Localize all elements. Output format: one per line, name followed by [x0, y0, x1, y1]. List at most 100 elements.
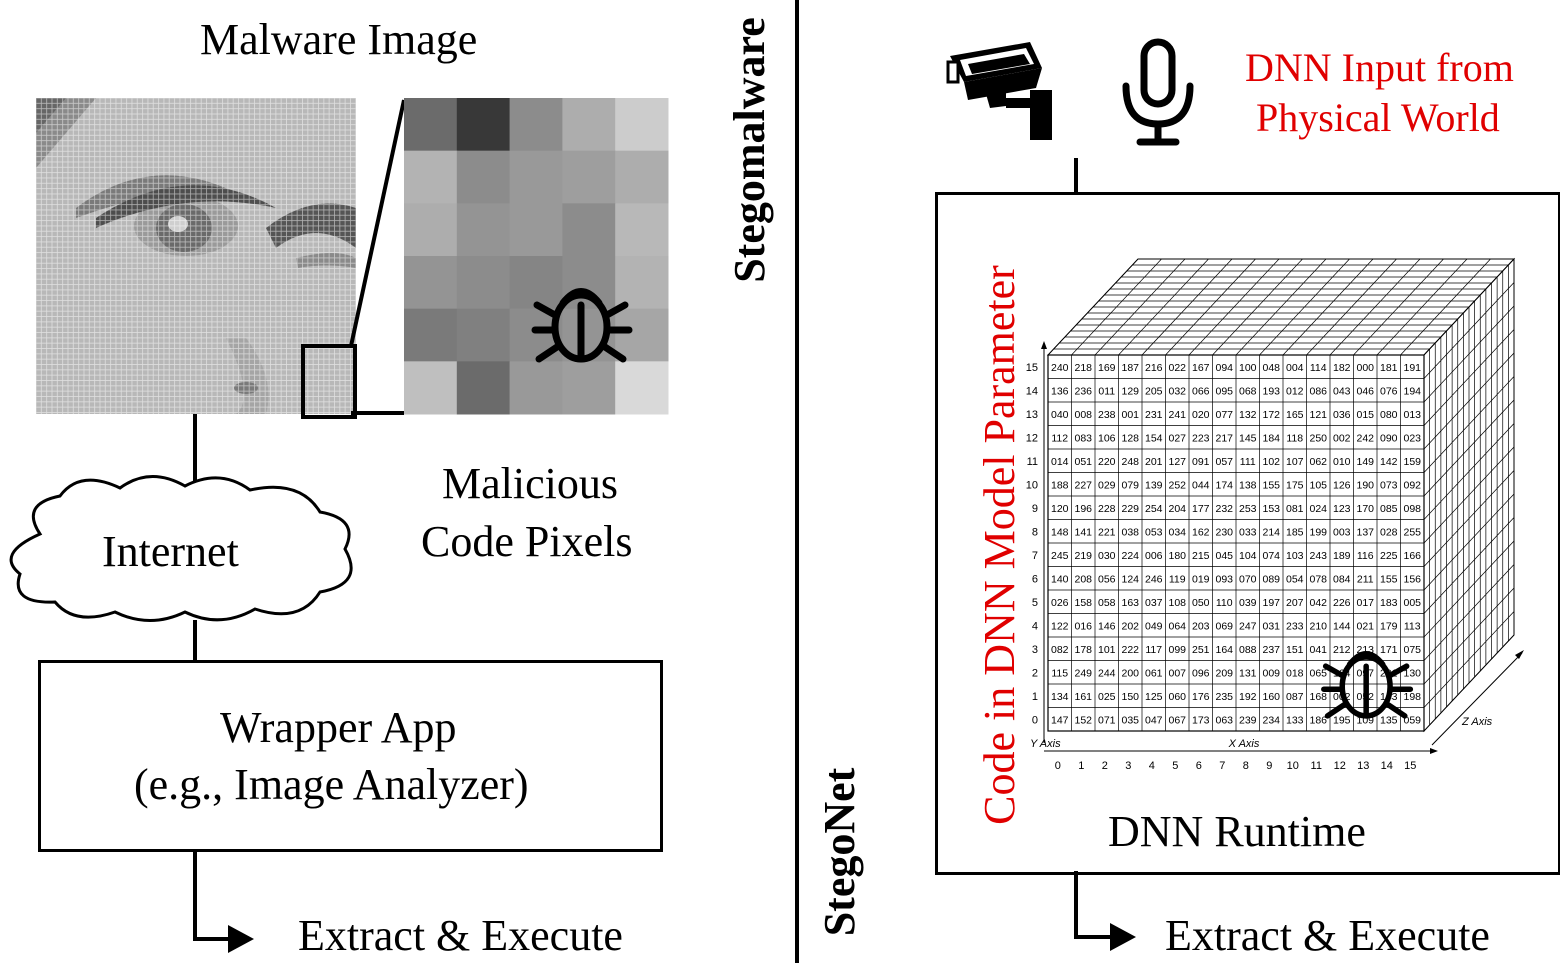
grid-cell-value: 222	[1121, 644, 1139, 656]
y-tick-label: 0	[1032, 714, 1038, 726]
grid-cell-value: 065	[1309, 667, 1327, 679]
right-output-label: Extract & Execute	[1165, 911, 1490, 960]
grid-cell-value: 101	[1098, 644, 1116, 656]
grid-cell-value: 247	[1239, 620, 1257, 632]
grid-cell-value: 251	[1192, 644, 1210, 656]
grid-cell-value: 130	[1403, 667, 1421, 679]
zoom-pixel	[562, 203, 616, 257]
grid-cell-value: 188	[1051, 479, 1069, 491]
grid-cell-value: 061	[1145, 667, 1163, 679]
grid-cell-value: 252	[1168, 479, 1186, 491]
x-tick-label: 10	[1287, 760, 1299, 772]
grid-cell-value: 016	[1074, 620, 1092, 632]
grid-cell-value: 181	[1380, 362, 1398, 374]
grid-cell-value: 253	[1239, 503, 1257, 515]
zoom-pixel	[456, 361, 511, 415]
grid-cell-value: 141	[1074, 526, 1092, 538]
grid-cell-value: 166	[1403, 550, 1421, 562]
zoom-pixel	[615, 150, 669, 204]
grid-cell-value: 195	[1333, 714, 1351, 726]
grid-cell-value: 153	[1262, 503, 1280, 515]
grid-cell-value: 058	[1098, 597, 1116, 609]
zoomed-pixel-grid	[404, 98, 669, 415]
grid-cell-value: 155	[1380, 573, 1398, 585]
grid-cell-value: 133	[1286, 714, 1304, 726]
y-tick-label: 12	[1026, 432, 1038, 444]
dnn-input-label-line1: DNN Input from	[1245, 45, 1514, 90]
grid-cell-value: 242	[1356, 432, 1374, 444]
grid-cell-value: 075	[1403, 644, 1421, 656]
grid-cell-value: 021	[1356, 620, 1374, 632]
grid-cell-value: 113	[1404, 620, 1421, 632]
grid-cell-value: 201	[1145, 456, 1163, 468]
grid-cell-value: 105	[1309, 479, 1327, 491]
grid-cell-value: 124	[1121, 573, 1139, 585]
grid-cell-value: 184	[1262, 432, 1280, 444]
grid-cell-value: 076	[1380, 385, 1398, 397]
connector-input-runtime	[1074, 158, 1078, 194]
grid-cell-value: 047	[1145, 714, 1163, 726]
grid-cell-value: 030	[1098, 550, 1116, 562]
grid-cell-value: 224	[1121, 550, 1139, 562]
grid-cell-value: 017	[1356, 597, 1374, 609]
dnn-input-label-line2: Physical World	[1256, 95, 1500, 140]
grid-cell-value: 122	[1051, 620, 1069, 632]
grid-cell-value: 054	[1286, 573, 1304, 585]
zoom-pixel	[615, 256, 669, 310]
grid-cell-value: 129	[1121, 385, 1139, 397]
zoom-pixel	[404, 361, 458, 415]
zoom-pixel	[404, 150, 458, 204]
connector-cloud-wrapper	[193, 620, 197, 662]
grid-cell-value: 227	[1074, 479, 1092, 491]
grid-cell-value: 139	[1145, 479, 1163, 491]
x-tick-label: 5	[1172, 760, 1178, 772]
grid-cell-value: 189	[1333, 550, 1351, 562]
zoom-pixel	[404, 203, 458, 257]
grid-cell-value: 046	[1356, 385, 1374, 397]
grid-cell-value: 051	[1074, 456, 1092, 468]
grid-cell-value: 239	[1239, 714, 1257, 726]
grid-cell-value: 018	[1286, 667, 1304, 679]
grid-cell-value: 178	[1074, 644, 1092, 656]
cube-bug-icon	[1321, 651, 1414, 719]
zoom-pixel	[509, 361, 563, 415]
y-tick-label: 13	[1026, 409, 1038, 421]
x-axis-label: X Axis	[1228, 738, 1260, 750]
grid-cell-value: 028	[1380, 526, 1398, 538]
grid-cell-value: 208	[1074, 573, 1092, 585]
grid-cell-value: 115	[1051, 667, 1068, 679]
y-tick-label: 3	[1032, 644, 1038, 656]
grid-cell-value: 200	[1121, 667, 1139, 679]
left-output-arrow-shaft	[193, 937, 231, 941]
grid-cell-value: 110	[1216, 597, 1233, 609]
grid-cell-value: 080	[1380, 409, 1398, 421]
y-tick-label: 11	[1027, 456, 1038, 468]
x-tick-label: 4	[1149, 760, 1155, 772]
grid-cell-value: 165	[1286, 409, 1304, 421]
grid-cell-value: 185	[1286, 526, 1304, 538]
grid-cell-value: 229	[1121, 503, 1139, 515]
y-axis-label: Y Axis	[1030, 738, 1061, 750]
grid-cell-value: 234	[1262, 714, 1280, 726]
grid-cell-value: 150	[1121, 691, 1139, 703]
stegomalware-label: Stegomalware	[725, 17, 774, 283]
x-tick-label: 13	[1357, 760, 1369, 772]
grid-cell-value: 062	[1309, 456, 1327, 468]
x-tick-label: 3	[1125, 760, 1131, 772]
grid-cell-value: 169	[1098, 362, 1116, 374]
zoom-pixel	[404, 256, 458, 310]
grid-cell-value: 063	[1215, 714, 1233, 726]
grid-cell-value: 119	[1169, 573, 1186, 585]
grid-cell-value: 175	[1286, 479, 1304, 491]
y-tick-label: 14	[1026, 385, 1038, 397]
grid-cell-value: 111	[1240, 456, 1256, 468]
zoom-pixel	[615, 361, 669, 415]
grid-cell-value: 193	[1262, 385, 1280, 397]
grid-cell-value: 254	[1145, 503, 1163, 515]
grid-cell-value: 002	[1333, 432, 1351, 444]
grid-cell-value: 214	[1262, 526, 1280, 538]
grid-cell-value: 053	[1145, 526, 1163, 538]
grid-cell-value: 186	[1309, 714, 1327, 726]
grid-cell-value: 024	[1309, 503, 1327, 515]
grid-cell-value: 092	[1403, 479, 1421, 491]
